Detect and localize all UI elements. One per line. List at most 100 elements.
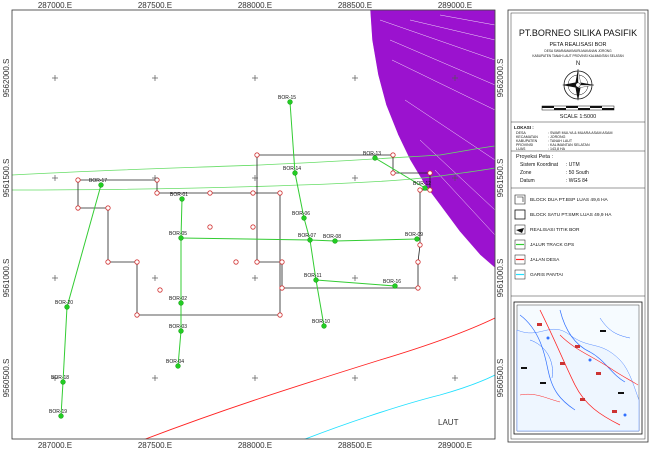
x-tick-label-bottom: 288500.E — [338, 441, 372, 450]
proyeksi-key: Sistem Koordinat — [520, 162, 559, 168]
gps-track-segment — [180, 237, 418, 242]
y-tick-label-left: 9561000.S — [2, 259, 11, 298]
bor-point-label: BOR-09 — [405, 232, 423, 238]
boundary-vertex — [154, 190, 160, 196]
boundary-vertex — [390, 152, 396, 158]
scale-label: SCALE 1:5000 — [560, 114, 596, 120]
village-road — [144, 317, 495, 439]
bor-point-marker[interactable] — [313, 277, 319, 283]
boundary-vertex — [427, 187, 433, 193]
bor-point-marker[interactable] — [392, 283, 398, 289]
gps-track-segment — [315, 279, 396, 287]
legend-bor-glyph — [516, 228, 524, 233]
bor-point-marker[interactable] — [58, 413, 64, 419]
x-tick-label-top: 288000.E — [238, 1, 272, 10]
boundary-vertices — [75, 152, 433, 318]
bor-point-label: BOR-12 — [413, 181, 431, 187]
bor-point-label: BOR-10 — [312, 319, 330, 325]
sea-area — [369, 10, 495, 269]
bor-point-label: BOR-19 — [49, 409, 67, 415]
y-tick-label-right: 9561000.S — [496, 259, 505, 298]
scale-bar — [541, 105, 615, 111]
y-tick-label-right: 9562000.S — [496, 59, 505, 98]
x-tick-label-top: 288500.E — [338, 1, 372, 10]
bor-point-marker[interactable] — [60, 379, 66, 385]
lokasi-heading: LOKASI : — [514, 125, 534, 130]
company-name: PT.BORNEO SILIKA PASIFIK — [519, 28, 637, 38]
boundary-vertex — [415, 259, 421, 265]
boundary-vertex — [279, 259, 285, 265]
title-block: PT.BORNEO SILIKA PASIFIK PETA REALISASI … — [507, 9, 649, 443]
x-tick-label-top: 287500.E — [138, 1, 172, 10]
bor-point-marker[interactable] — [178, 235, 184, 241]
x-tick-label-bottom: 288000.E — [238, 441, 272, 450]
compass-rose-icon — [562, 68, 595, 101]
lokasi-table: DESA: SWAR MULYA & MUARA ASAM ASAMKECAMA… — [516, 131, 612, 151]
boundary-vertex — [254, 259, 260, 265]
kabupaten-line: KABUPATEN TANAH LAUT PROVINSI KALIMANTAN… — [532, 54, 624, 58]
x-tick-label-top: 289000.E — [438, 1, 472, 10]
grid-crosses — [52, 75, 458, 381]
boundary-vertex — [207, 190, 213, 196]
legend-label: JALAN DESA — [530, 257, 560, 263]
gps-track-long-2 — [12, 167, 495, 191]
bor-point-label: BOR-14 — [283, 166, 301, 172]
boundary-vertex — [254, 152, 260, 158]
map-title: PETA REALISASI BOR — [549, 42, 606, 48]
bor-point-label: BOR-04 — [166, 359, 184, 365]
boundary-vertex — [105, 259, 111, 265]
bor-point-marker[interactable] — [175, 363, 181, 369]
bor-point-marker[interactable] — [178, 328, 184, 334]
boundary-vertex — [134, 259, 140, 265]
north-label: N — [576, 61, 580, 67]
bor-point-marker[interactable] — [414, 236, 420, 242]
bor-point-label: BOR-18 — [51, 375, 69, 381]
boundary-vertex — [427, 170, 433, 176]
boundary-vertex — [105, 205, 111, 211]
boundary-vertex — [390, 170, 396, 176]
bor-point-marker[interactable] — [178, 300, 184, 306]
map-frame — [11, 9, 496, 440]
bor-point-label: BOR-20 — [55, 300, 73, 306]
bor-point-marker[interactable] — [98, 182, 104, 188]
bor-point-marker[interactable] — [372, 155, 378, 161]
legend-label: REALISASI TITIK BOR — [530, 227, 580, 233]
proyeksi-value: : 50 South — [566, 170, 589, 176]
gps-track-long — [12, 145, 495, 176]
bor-point-marker[interactable] — [321, 323, 327, 329]
bor-point-label: BOR-16 — [383, 279, 401, 285]
bor-points[interactable]: BOR-15BOR-13BOR-14BOR-17BOR-01BOR-12BOR-… — [49, 95, 431, 419]
legend-label: JALUR TRACK GPS — [530, 242, 574, 248]
bor-point-marker[interactable] — [287, 99, 293, 105]
boundary-vertex — [417, 242, 423, 248]
bor-point-label: BOR-11 — [304, 273, 322, 279]
bor-point-marker[interactable] — [292, 170, 298, 176]
x-tick-label-bottom: 287000.E — [38, 441, 72, 450]
desa-line: DESA SWARAMAKMURLMAKANAN JORONG — [544, 49, 612, 53]
bor-point-marker[interactable] — [422, 185, 428, 191]
boundary-vertex — [417, 187, 423, 193]
proyeksi-key: Datum — [520, 178, 535, 184]
lokasi-key: LUAS — [516, 147, 526, 151]
legend-label: BLOCK SATU PT.SMR LUAS 49,9 HA — [530, 212, 612, 218]
bor-point-marker[interactable] — [64, 304, 70, 310]
bor-point-label: BOR-07 — [298, 233, 316, 239]
inset-map — [513, 301, 643, 435]
y-tick-label-right: 9560500.S — [496, 359, 505, 398]
boundary-vertex — [154, 177, 160, 183]
bor-point-marker[interactable] — [332, 238, 338, 244]
map-area[interactable]: BOR-15BOR-13BOR-14BOR-17BOR-01BOR-12BOR-… — [12, 10, 495, 445]
proyeksi-value: : UTM — [566, 162, 580, 168]
lokasi-value: : JORONG — [548, 135, 566, 139]
bor-point-marker[interactable] — [179, 196, 185, 202]
lokasi-value: : SWAR MULYA & MUARA ASAM ASAM — [548, 131, 612, 135]
bor-point-marker[interactable] — [307, 237, 313, 243]
bor-point-marker[interactable] — [301, 215, 307, 221]
coastline — [304, 374, 495, 439]
bor-point-label: BOR-06 — [292, 211, 310, 217]
lokasi-value: : TANAH LAUT — [548, 139, 573, 143]
